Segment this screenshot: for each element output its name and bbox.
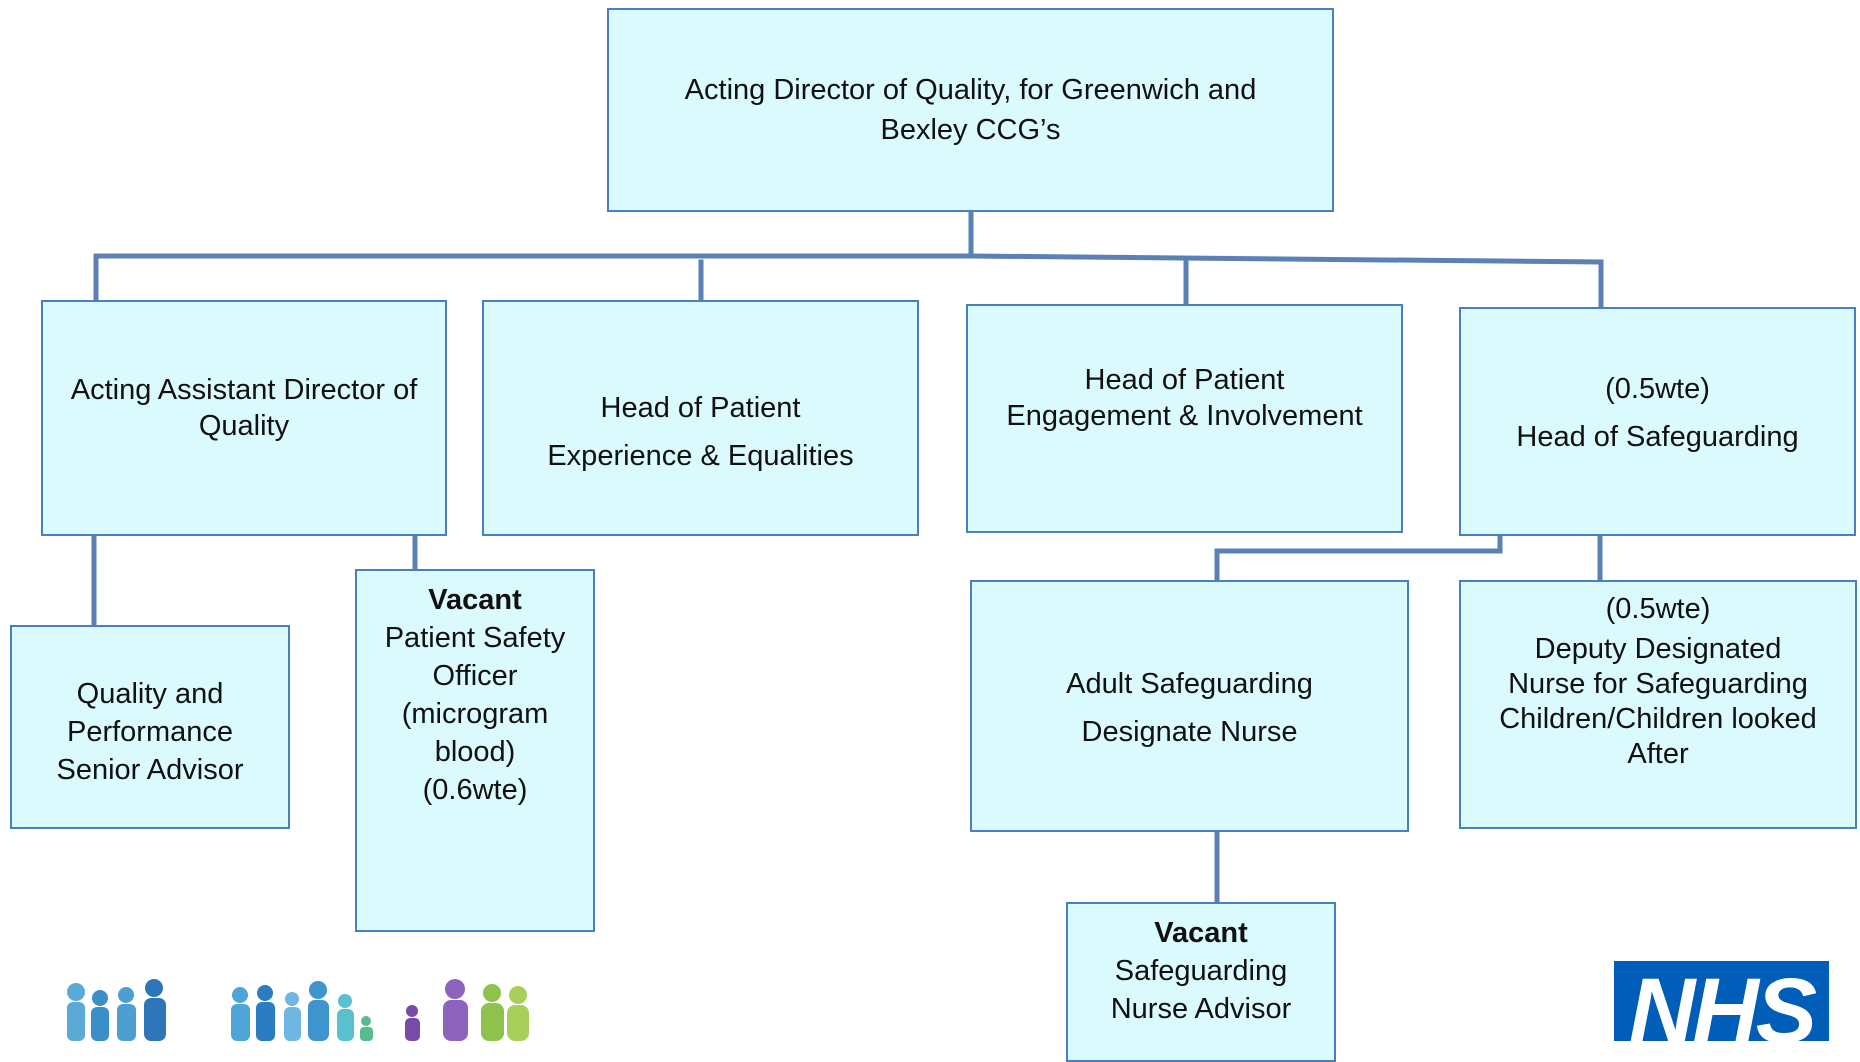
quality-advisor-line1: Quality and [76,678,224,710]
patient-experience-box: Head of Patient Experience & Equalities [482,300,919,536]
connector-horizontal-bar [93,253,1604,265]
deputy-nurse-line3: Children/Children looked [1499,703,1817,735]
patient-engagement-title-line1: Head of Patient [1084,364,1285,396]
nhs-logo: NHS [1614,961,1829,1041]
adult-safeguarding-line2: Designate Nurse [1081,716,1298,748]
patient-experience-title-line2: Experience & Equalities [547,440,854,472]
quality-advisor-line3: Senior Advisor [56,754,244,786]
patient-experience-title-line1: Head of Patient [600,392,801,424]
acting-assistant-title-line2: Quality [198,410,290,442]
deputy-nurse-line4: After [1627,738,1689,770]
director-title-line1: Acting Director of Quality, for Greenwic… [684,74,1257,106]
quality-advisor-line2: Performance [66,716,233,748]
safeguarding-nurse-vacant-label: Vacant [1154,917,1248,949]
patient-safety-line4: blood) [434,736,516,768]
patient-engagement-box: Head of Patient Engagement & Involvement [966,304,1403,533]
patient-engagement-title-line2: Engagement & Involvement [1006,400,1363,432]
quality-advisor-box: Quality and Performance Senior Advisor [10,625,290,829]
people-group-middle [231,981,373,1041]
adult-safeguarding-line1: Adult Safeguarding [1066,668,1313,700]
deputy-nurse-wte: (0.5wte) [1605,593,1711,625]
people-group-right [405,979,529,1041]
acting-assistant-title-line1: Acting Assistant Director of [70,374,418,406]
patient-safety-vacant-label: Vacant [428,584,522,616]
safeguarding-head-title: Head of Safeguarding [1516,421,1799,453]
safeguarding-head-wte: (0.5wte) [1605,373,1710,405]
deputy-nurse-line1: Deputy Designated [1534,633,1782,665]
people-silhouettes-graphic [67,979,529,1041]
director-title-line2: Bexley CCG’s [880,114,1061,146]
head-of-safeguarding-box: (0.5wte) Head of Safeguarding [1459,307,1856,536]
safeguarding-nurse-advisor-box: Vacant Safeguarding Nurse Advisor [1066,902,1336,1062]
patient-safety-line2: Officer [432,660,518,692]
adult-safeguarding-box: Adult Safeguarding Designate Nurse [970,580,1409,832]
safeguarding-nurse-line1: Safeguarding [1114,955,1288,987]
people-group-left [67,979,166,1041]
deputy-designated-nurse-box: (0.5wte) Deputy Designated Nurse for Saf… [1459,580,1857,829]
patient-safety-line1: Patient Safety [384,622,566,654]
patient-safety-line5: (0.6wte) [422,774,528,806]
patient-safety-officer-box: Vacant Patient Safety Officer (microgram… [355,569,595,932]
patient-safety-line3: (microgram [401,698,549,730]
director-box: Acting Director of Quality, for Greenwic… [607,8,1334,212]
safeguarding-nurse-line2: Nurse Advisor [1110,993,1292,1025]
acting-assistant-director-box: Acting Assistant Director of Quality [41,300,447,536]
deputy-nurse-line2: Nurse for Safeguarding [1508,668,1808,700]
connector-to-adult [1214,533,1503,583]
